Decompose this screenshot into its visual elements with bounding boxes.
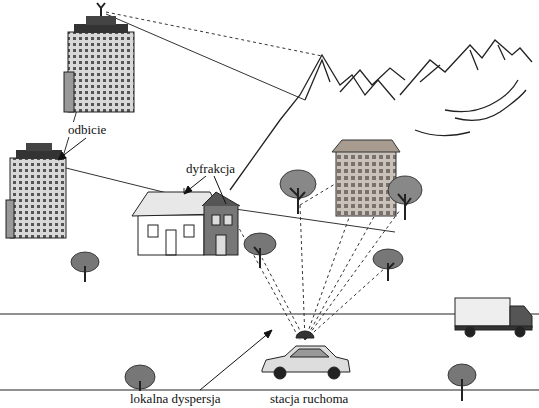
scatter-label: lokalna dyspersja	[128, 391, 223, 406]
diffraction-label: dyfrakcja	[184, 161, 237, 176]
mobile-station-label: stacja ruchoma	[268, 391, 350, 406]
reflection-label: odbicie	[66, 122, 108, 137]
